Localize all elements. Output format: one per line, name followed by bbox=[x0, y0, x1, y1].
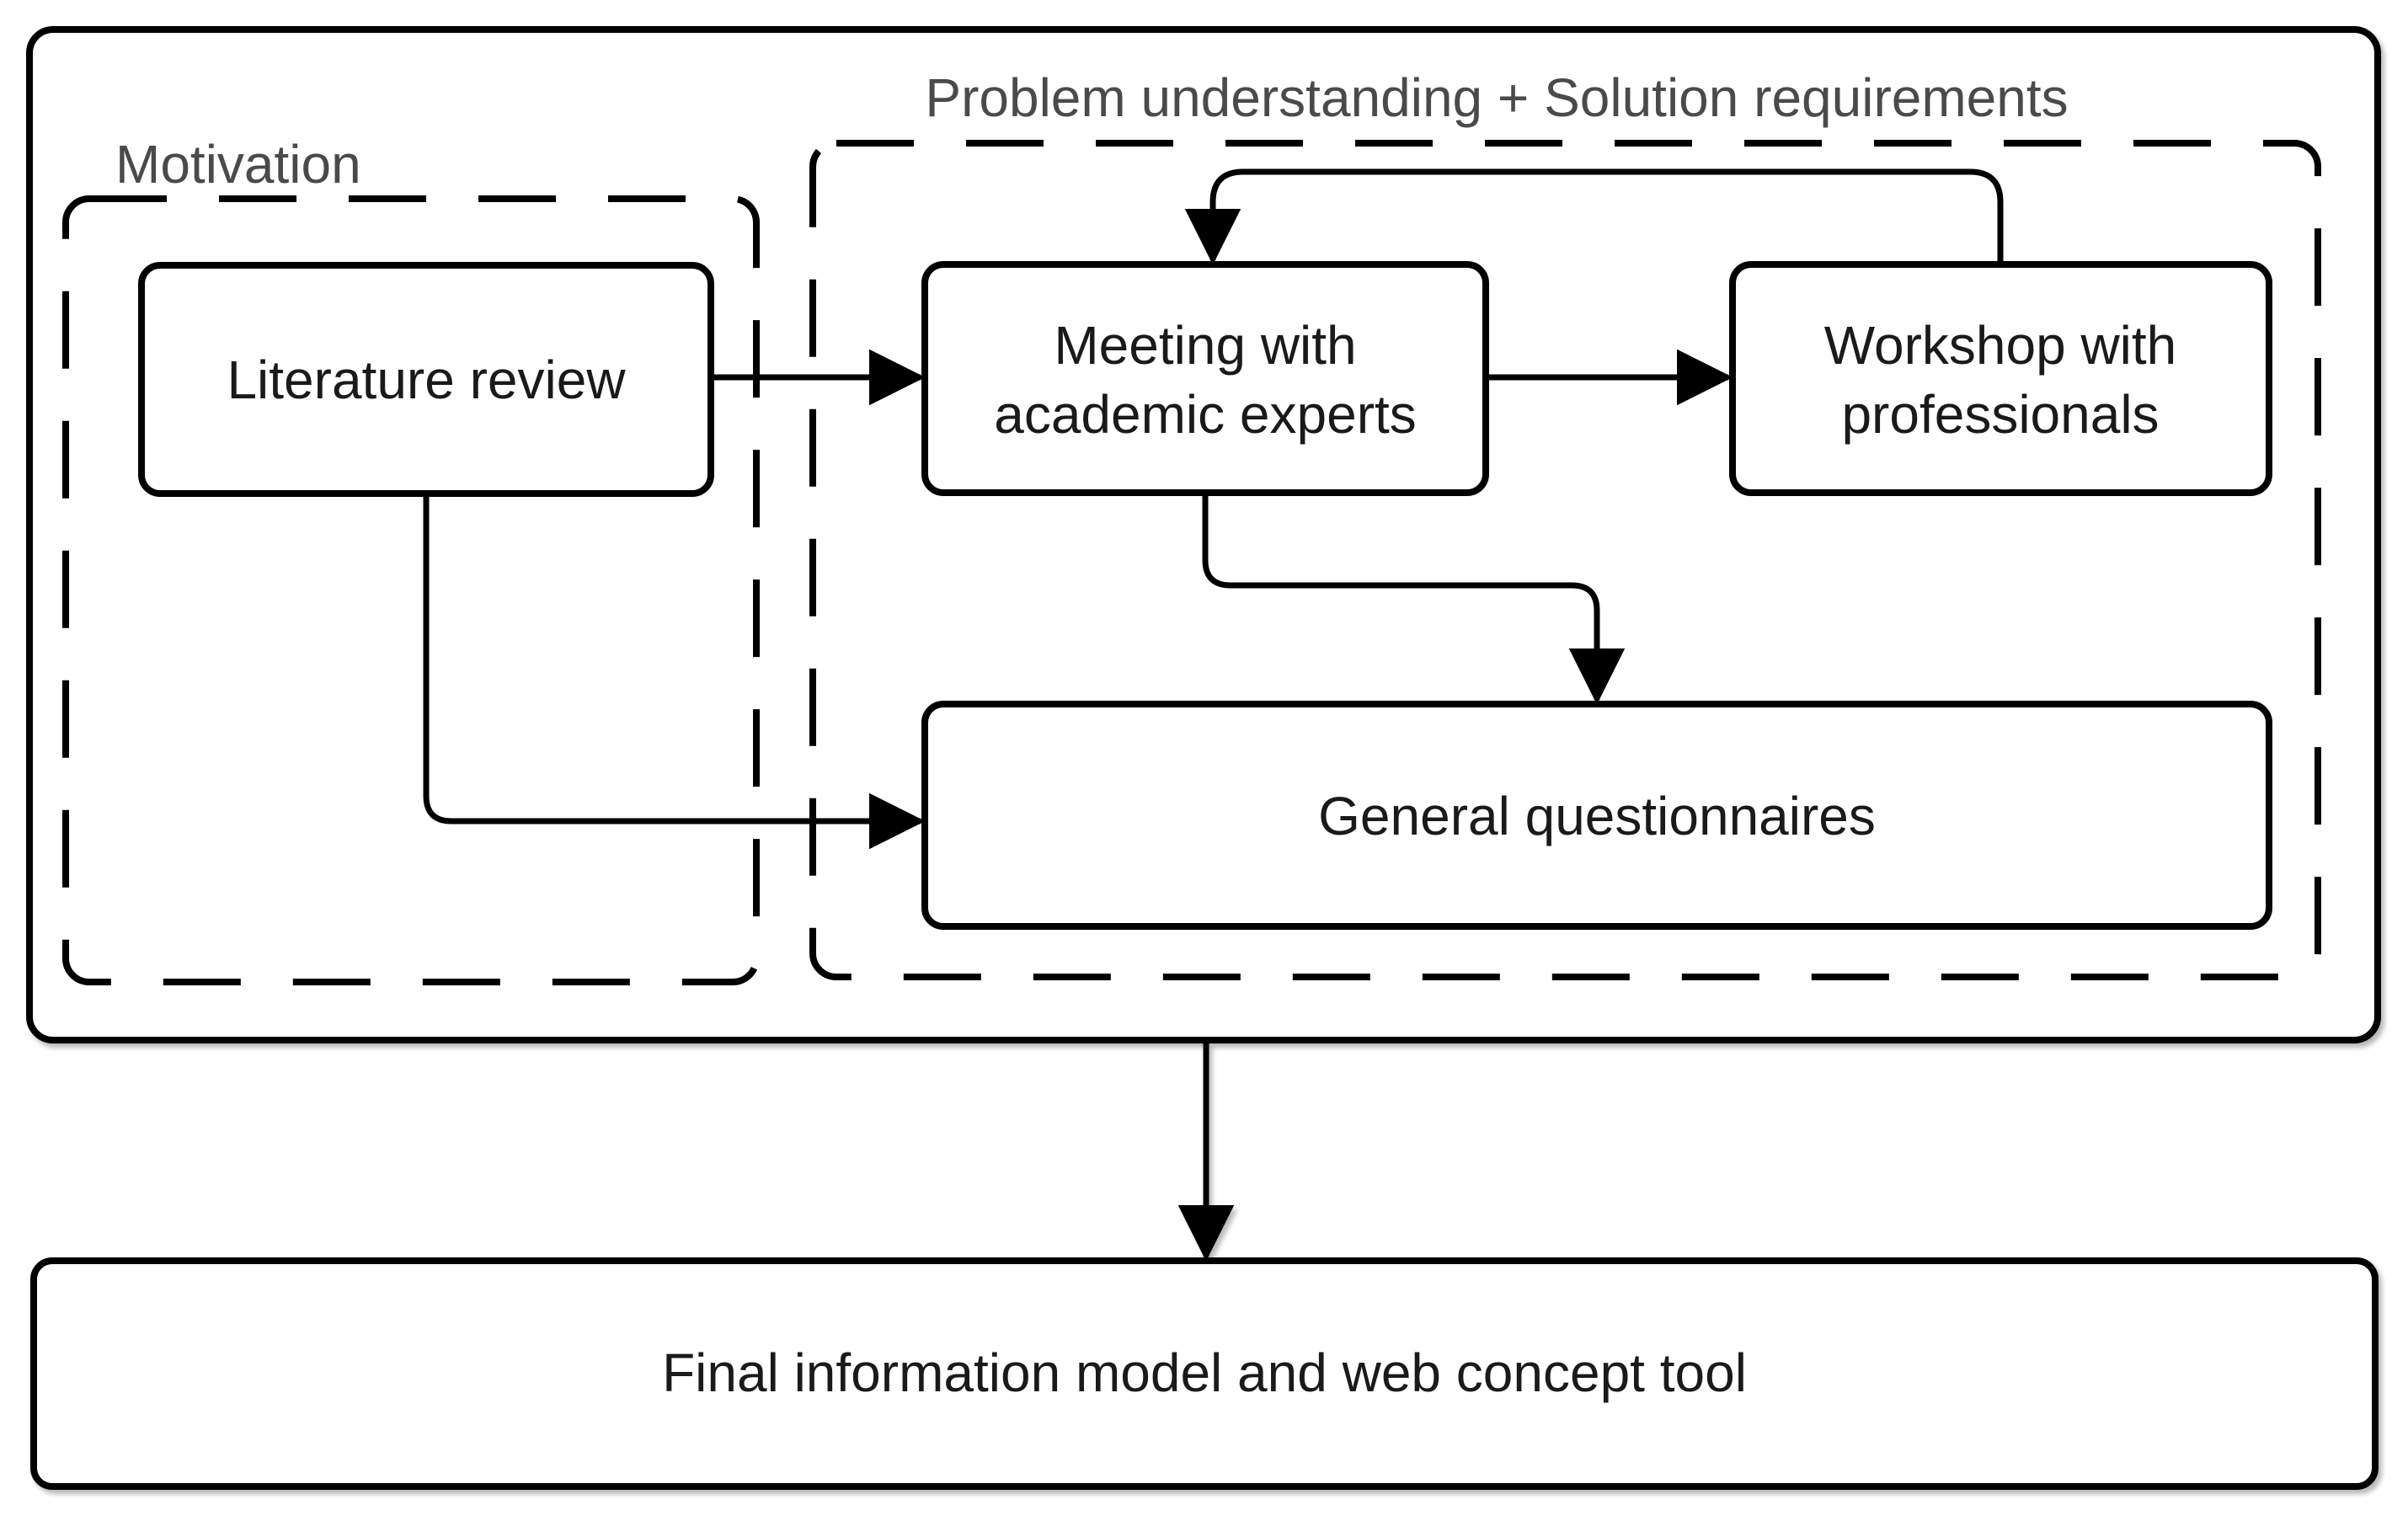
meeting-academic-experts-box bbox=[921, 261, 1489, 496]
meeting-academic-experts-label-line1: Meeting with bbox=[1054, 315, 1356, 376]
arrow-meeting-to-questionnaires bbox=[1202, 493, 1626, 705]
node-workshop-professionals: Workshop with professionals bbox=[1729, 261, 2272, 496]
general-questionnaires-box bbox=[921, 701, 2272, 930]
arrow-workshop-feedback-to-meeting bbox=[1184, 168, 2004, 265]
meeting-academic-experts-label-line2: academic experts bbox=[994, 384, 1417, 445]
node-literature-review: Literature review bbox=[138, 262, 714, 497]
workshop-professionals-box bbox=[1729, 261, 2272, 496]
final-information-model-box bbox=[30, 1257, 2379, 1490]
workshop-professionals-label-line1: Workshop with bbox=[1824, 315, 2177, 376]
final-information-model-label: Final information model and web concept … bbox=[662, 1342, 1747, 1403]
node-final-information-model: Final information model and web concept … bbox=[30, 1257, 2379, 1490]
node-meeting-academic-experts: Meeting with academic experts bbox=[921, 261, 1489, 496]
problem-solution-group-box bbox=[809, 140, 2321, 980]
motivation-group-label: Motivation bbox=[115, 134, 361, 195]
motivation-group-box bbox=[62, 195, 760, 985]
node-general-questionnaires: General questionnaires bbox=[921, 701, 2272, 930]
workshop-professionals-label-line2: professionals bbox=[1841, 384, 2159, 445]
problem-solution-group-label: Problem understanding + Solution require… bbox=[925, 67, 2068, 128]
general-questionnaires-label: General questionnaires bbox=[1318, 786, 1876, 846]
literature-review-box bbox=[138, 262, 714, 497]
arrow-literature-to-questionnaires bbox=[423, 494, 926, 850]
literature-review-label: Literature review bbox=[227, 350, 626, 410]
